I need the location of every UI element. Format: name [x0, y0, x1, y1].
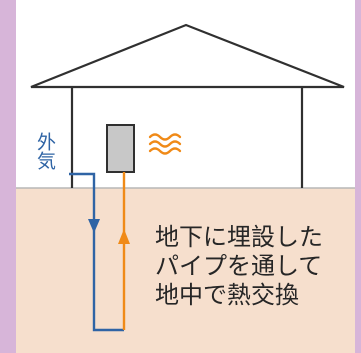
caption-line-heat-exchange: 地中で熱交換 [155, 281, 299, 309]
underground-soil [16, 188, 355, 353]
down-arrow-icon [88, 219, 100, 233]
diagram-panel: 外気 地下に埋設した パイプを通して 地中で熱交換 [16, 0, 355, 353]
up-arrow-icon [118, 229, 130, 244]
outside-air-intake-pipe [69, 172, 124, 332]
outside-air-label: 外気 [34, 132, 56, 170]
house-and-pipe-illustration [16, 23, 355, 332]
caption-line-buried-pipe: 地下に埋設した [155, 223, 323, 251]
caption-line-through-pipe: パイプを通して [155, 252, 323, 280]
heat-exchange-caption: 地下に埋設した パイプを通して 地中で熱交換 [155, 223, 345, 310]
house-roof [30, 23, 345, 89]
heat-waves-icon [148, 133, 182, 155]
heat-exchange-unit [106, 124, 135, 173]
